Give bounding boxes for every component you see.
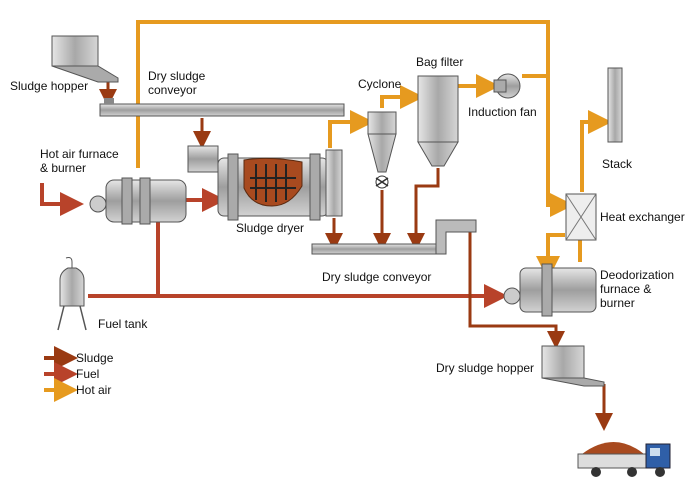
hot-air-lines (136, 20, 612, 280)
sludge-dryer (217, 149, 343, 221)
label-hot-air-furnace-1: Hot air furnace (40, 147, 119, 161)
label-heat-exchanger: Heat exchanger (600, 210, 685, 224)
heat-exchanger (565, 193, 597, 241)
stack (607, 67, 623, 143)
label-sludge-dryer: Sludge dryer (236, 221, 304, 235)
hot-air-hx-to-deodor (536, 233, 565, 280)
sludge-lines (99, 80, 613, 431)
legend: Sludge Fuel Hot air (44, 346, 114, 402)
label-deodorization-2: furnace & (600, 282, 651, 296)
legend-sludge-label: Sludge (76, 351, 114, 365)
label-dry-sludge-hopper: Dry sludge hopper (436, 361, 534, 375)
fuel-tank (57, 257, 87, 331)
fuel-to-hot-air-furnace (40, 183, 84, 216)
dry-sludge-conveyor-top (99, 98, 345, 117)
sludge-hopper (51, 35, 119, 83)
sludge-bagfilter-drop (407, 168, 440, 251)
cyclone (367, 111, 397, 189)
label-fuel-tank: Fuel tank (98, 317, 148, 331)
induction-fan (493, 73, 521, 99)
label-deodorization-3: burner (600, 296, 635, 310)
hot-air-to-stack (580, 110, 612, 192)
deodorization-furnace (503, 263, 597, 317)
dry-sludge-conveyor-bottom (311, 219, 477, 255)
hot-air-dryer-to-cyclone (328, 110, 374, 148)
labels: Sludge hopper Dry sludge conveyor Hot ai… (10, 55, 685, 375)
sludge-to-dry-hopper (468, 232, 565, 349)
legend-hot-air-label: Hot air (76, 383, 111, 397)
truck (577, 442, 671, 477)
label-cyclone: Cyclone (358, 77, 402, 91)
fuel-lines (40, 183, 508, 308)
label-bag-filter: Bag filter (416, 55, 463, 69)
hot-air-cyclone-to-bagfilter (380, 85, 424, 109)
dry-sludge-hopper (541, 345, 605, 387)
label-deodorization-1: Deodorization (600, 268, 674, 282)
dryer-feeder-box (187, 145, 219, 173)
hot-air-furnace (89, 177, 187, 225)
label-dry-sludge-conveyor-top-2: conveyor (148, 83, 197, 97)
label-dry-sludge-conveyor-bottom: Dry sludge conveyor (322, 270, 431, 284)
label-dry-sludge-conveyor-top-1: Dry sludge (148, 69, 206, 83)
bag-filter (417, 75, 459, 167)
label-induction-fan: Induction fan (468, 105, 537, 119)
label-hot-air-furnace-2: & burner (40, 161, 86, 175)
hot-air-top-loop (136, 20, 574, 217)
label-stack: Stack (602, 157, 633, 171)
legend-fuel-label: Fuel (76, 367, 99, 381)
label-sludge-hopper: Sludge hopper (10, 79, 88, 93)
